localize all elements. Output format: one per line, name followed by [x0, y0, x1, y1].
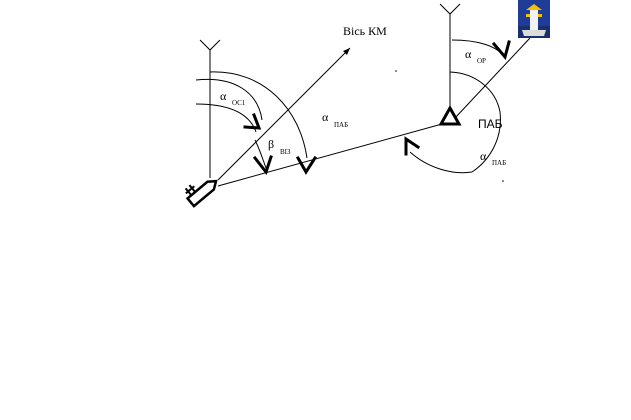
alpha-or-symbol: α — [465, 47, 472, 61]
beta-viz-subscript: ВІЗ — [280, 148, 291, 156]
alpha-os1-subscript: ОС1 — [232, 99, 246, 107]
arc-alpha-or — [451, 39, 511, 61]
marker-dot — [502, 180, 504, 182]
arc-alpha-os1 — [195, 78, 263, 130]
alpha-paab-symbol: α — [322, 110, 329, 124]
north-arrow-ship — [199, 39, 221, 178]
arc-reverse-paab — [404, 71, 501, 174]
arc-alpha-paab — [209, 71, 318, 175]
north-arrow-station — [439, 3, 461, 112]
course-axis — [217, 47, 351, 181]
alpha-os1-symbol: α — [220, 89, 227, 103]
ship-icon — [184, 179, 218, 208]
paab-label: ПАБ — [478, 117, 503, 131]
triangle-station-icon — [438, 104, 462, 126]
alpha-reverse-paab-symbol: α — [480, 149, 487, 163]
beta-viz-symbol: β — [268, 137, 274, 151]
alpha-paab-subscript: ПАБ — [334, 121, 348, 129]
alpha-or-subscript: ОР — [477, 57, 486, 65]
axis-km-label: Вісь КМ — [343, 24, 387, 38]
bearing-line — [217, 123, 443, 187]
marker-dot — [395, 70, 397, 72]
city-coat-of-arms-icon — [518, 0, 550, 38]
arc-alpha-small — [195, 103, 257, 133]
station-to-landmark-line — [454, 37, 531, 119]
arc-beta-viz — [252, 139, 273, 176]
alpha-reverse-paab-subscript: ПАБ — [492, 159, 506, 167]
